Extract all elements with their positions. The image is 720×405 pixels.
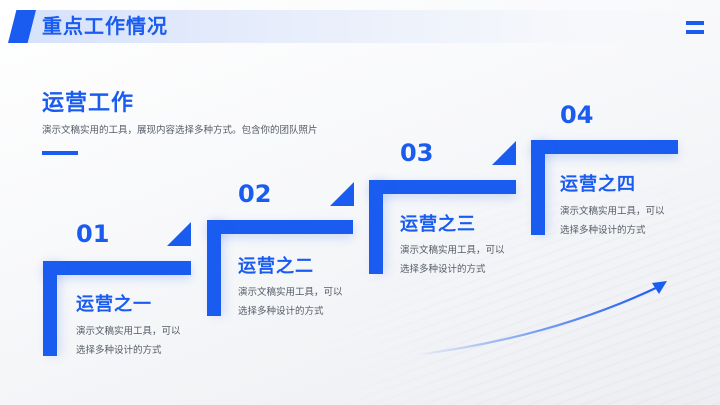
section-divider — [42, 151, 78, 155]
step-bracket-side — [369, 180, 383, 274]
step-desc-line: 演示文稿实用工具，可以 — [400, 245, 505, 256]
step-description: 演示文稿实用工具，可以 选择多种设计的方式 — [400, 241, 530, 279]
step-bracket-top — [207, 220, 353, 234]
step-title: 运营之四 — [560, 174, 636, 195]
triangle-accent-icon — [167, 222, 191, 246]
step-number: 01 — [76, 220, 110, 248]
section-title: 运营工作 — [42, 91, 135, 116]
step-bracket-side — [207, 220, 221, 316]
hamburger-menu-icon[interactable] — [686, 21, 704, 34]
step-desc-line: 演示文稿实用工具，可以 — [238, 287, 343, 298]
step-desc-line: 选择多种设计的方式 — [238, 306, 324, 317]
step-number: 04 — [560, 101, 594, 129]
step-description: 演示文稿实用工具，可以 选择多种设计的方式 — [560, 202, 690, 240]
section-description: 演示文稿实用的工具，展现内容选择多种方式。包含你的团队照片 — [42, 125, 318, 136]
step-bracket-side — [531, 140, 545, 235]
step-bracket-top — [43, 261, 191, 275]
page-title: 重点工作情况 — [42, 14, 168, 38]
step-desc-line: 选择多种设计的方式 — [400, 264, 486, 275]
step-title: 运营之三 — [400, 214, 476, 235]
header-band — [22, 10, 720, 43]
growth-arrow-icon — [414, 281, 667, 357]
step-description: 演示文稿实用工具，可以 选择多种设计的方式 — [76, 322, 206, 360]
step-desc-line: 演示文稿实用工具，可以 — [560, 206, 665, 217]
step-bracket-top — [531, 140, 678, 154]
step-desc-line: 演示文稿实用工具，可以 — [76, 326, 181, 337]
step-number: 03 — [400, 139, 434, 167]
step-number: 02 — [238, 180, 272, 208]
step-bracket-side — [43, 261, 57, 356]
step-description: 演示文稿实用工具，可以 选择多种设计的方式 — [238, 283, 368, 321]
step-title: 运营之一 — [76, 294, 152, 315]
step-bracket-top — [369, 180, 516, 194]
step-desc-line: 选择多种设计的方式 — [76, 345, 162, 356]
step-desc-line: 选择多种设计的方式 — [560, 225, 646, 236]
step-title: 运营之二 — [238, 256, 314, 277]
